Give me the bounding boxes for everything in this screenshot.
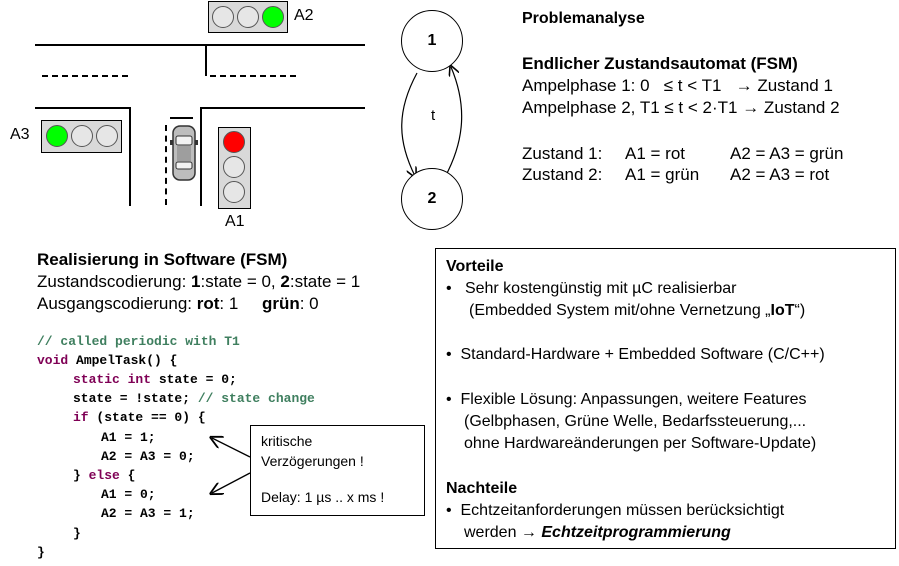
heading-nachteile: Nachteile xyxy=(446,480,518,497)
code-line-12: } xyxy=(37,545,45,560)
code-line-10: A2 = A3 = 1; xyxy=(101,506,195,521)
code-line-3: static int state = 0; xyxy=(73,372,237,387)
callout-arrows xyxy=(200,425,251,505)
callout-line-1: kritische xyxy=(261,433,313,449)
state-2-label: Zustand 2: xyxy=(522,165,603,184)
road-edge-left-horizontal xyxy=(35,107,130,109)
lane-marking-vertical xyxy=(165,125,167,205)
heading-problemanalyse: Problemanalyse xyxy=(522,10,645,27)
a2-lamp-2 xyxy=(237,6,259,28)
fsm-state-2: 2 xyxy=(401,168,463,230)
code-line-9: A1 = 0; xyxy=(101,487,156,502)
callout-box: kritische Verzögerungen ! Delay: 1 µs ..… xyxy=(250,425,425,516)
callout-line-3: Delay: 1 µs .. x ms ! xyxy=(261,489,385,505)
nachteil-1-line-2: werden → Echtzeitprogrammierung xyxy=(464,524,731,541)
a1-lamp-1 xyxy=(223,131,245,153)
vorteil-3-line-3: ohne Hardwareänderungen per Software-Upd… xyxy=(464,435,817,452)
callout-arrow-upper xyxy=(212,438,251,458)
road-edge-right-horizontal xyxy=(200,107,365,109)
fsm-transition-label: t xyxy=(431,107,436,124)
lane-marking-left xyxy=(42,75,128,77)
code-line-6: A1 = 1; xyxy=(101,430,156,445)
code-line-4: state = !state; // state change xyxy=(73,391,315,406)
label-a3: A3 xyxy=(10,126,30,143)
road-edge-left-vertical xyxy=(129,107,131,206)
pros-cons-box: Vorteile • Sehr kostengünstig mit µC rea… xyxy=(435,248,896,549)
fsm-transitions xyxy=(401,60,463,190)
lane-marking-right xyxy=(210,75,296,77)
label-a2: A2 xyxy=(294,7,314,24)
output-coding: Ausgangscodierung: rot: 1 grün: 0 xyxy=(37,294,319,313)
state-1-a23: A2 = A3 = grün xyxy=(730,144,844,163)
car-icon xyxy=(170,125,198,181)
heading-fsm: Endlicher Zustandsautomat (FSM) xyxy=(522,54,798,73)
traffic-light-a2 xyxy=(208,1,288,33)
a1-lamp-2 xyxy=(223,156,245,178)
road-edge-right-vertical xyxy=(200,107,202,206)
code-line-2: void AmpelTask() { xyxy=(37,353,178,368)
a3-lamp-1 xyxy=(46,125,68,147)
vorteil-3-line-2: (Gelbphasen, Grüne Welle, Bedarfssteueru… xyxy=(464,413,807,430)
a3-lamp-2 xyxy=(71,125,93,147)
road-edge-top xyxy=(35,44,365,46)
code-line-11: } xyxy=(73,526,81,541)
label-a1: A1 xyxy=(225,213,245,230)
state-2-a23: A2 = A3 = rot xyxy=(730,165,830,184)
transition-1-to-2 xyxy=(401,72,418,176)
phase-1-text: Ampelphase 1: 0 ≤ t < T1 → Zustand 1 xyxy=(522,76,833,95)
state-1-a1: A1 = rot xyxy=(625,144,686,163)
a1-lamp-3 xyxy=(223,181,245,203)
vorteil-2: • Standard-Hardware + Embedded Software … xyxy=(446,346,825,363)
code-line-8: } else { xyxy=(73,468,136,483)
traffic-light-a3 xyxy=(41,120,122,153)
callout-line-2: Verzögerungen ! xyxy=(261,453,364,469)
a2-lamp-3 xyxy=(262,6,284,28)
nachteil-1-line-1: • Echtzeitanforderungen müssen berücksic… xyxy=(446,502,785,519)
code-line-7: A2 = A3 = 0; xyxy=(101,449,195,464)
heading-vorteile: Vorteile xyxy=(446,258,504,275)
callout-arrow-lower xyxy=(212,472,251,493)
code-line-1: // called periodic with T1 xyxy=(37,334,240,349)
road-edge-divider-top xyxy=(205,46,207,76)
a2-lamp-1 xyxy=(212,6,234,28)
transition-2-to-1 xyxy=(444,67,463,178)
state-1-label: Zustand 1: xyxy=(522,144,603,163)
state-coding: Zustandscodierung: 1:state = 0, 2:state … xyxy=(37,272,361,291)
vorteil-1-line-2: (Embedded System mit/ohne Vernetzung „Io… xyxy=(469,302,806,319)
fsm-state-1: 1 xyxy=(401,10,463,72)
stop-line xyxy=(170,117,193,119)
traffic-light-a1 xyxy=(218,127,251,209)
heading-software: Realisierung in Software (FSM) xyxy=(37,250,288,269)
vorteil-1-line-1: • Sehr kostengünstig mit µC realisierbar xyxy=(446,280,737,297)
state-2-a1: A1 = grün xyxy=(625,165,700,184)
vorteil-3-line-1: • Flexible Lösung: Anpassungen, weitere … xyxy=(446,391,807,408)
code-line-5: if (state == 0) { xyxy=(73,410,206,425)
a3-lamp-3 xyxy=(96,125,118,147)
phase-2-text: Ampelphase 2, T1 ≤ t < 2·T1 → Zustand 2 xyxy=(522,98,840,117)
